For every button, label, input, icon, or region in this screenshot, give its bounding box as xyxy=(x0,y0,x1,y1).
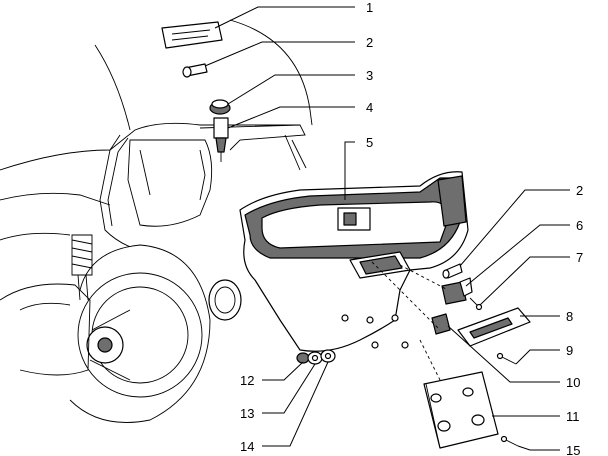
part-7-screw xyxy=(469,297,483,311)
callout-4: 4 xyxy=(366,100,373,115)
callout-8: 8 xyxy=(566,309,573,324)
callout-1: 1 xyxy=(366,0,373,15)
leader-lines xyxy=(204,6,570,451)
callout-3: 3 xyxy=(366,68,373,83)
callout-6: 6 xyxy=(576,218,583,233)
part-5-tail-light-body xyxy=(239,171,469,352)
scooter-body-outline xyxy=(0,19,313,251)
callout-14: 14 xyxy=(240,439,254,454)
callout-2-right: 2 xyxy=(576,183,583,198)
wheel-hub xyxy=(86,309,131,381)
part-15-screw xyxy=(500,435,519,447)
part-9-screw xyxy=(496,352,517,365)
callout-11: 11 xyxy=(566,409,580,424)
part-2-screw-upper xyxy=(182,63,208,78)
rear-light-ring xyxy=(208,279,242,321)
part-11-plate-bracket xyxy=(423,371,499,449)
part-8-plate-light-lens xyxy=(457,307,531,347)
callout-2-upper: 2 xyxy=(366,35,373,50)
part-14-washer xyxy=(320,349,336,363)
part-10-clip xyxy=(431,313,451,335)
rear-wheel xyxy=(0,234,242,423)
assembly-lines xyxy=(371,261,449,381)
part-12-nut xyxy=(296,352,310,364)
callout-labels: 1 2 3 4 5 2 6 7 8 9 10 11 12 13 14 15 xyxy=(240,0,583,456)
part-6-lamp-socket xyxy=(441,277,473,305)
part-13-washer xyxy=(307,351,323,365)
callout-10: 10 xyxy=(566,375,580,390)
part-2-screw-right xyxy=(442,263,463,279)
callout-9: 9 xyxy=(566,343,573,358)
callout-12: 12 xyxy=(240,373,254,388)
callout-13: 13 xyxy=(240,406,254,421)
part-3-grommet xyxy=(209,99,231,115)
part-4-bulb-holder xyxy=(213,117,229,162)
callout-5: 5 xyxy=(366,135,373,150)
part-1-decal xyxy=(161,21,223,49)
callout-15: 15 xyxy=(566,443,580,456)
shock-absorber xyxy=(71,234,93,301)
callout-7: 7 xyxy=(576,250,583,265)
